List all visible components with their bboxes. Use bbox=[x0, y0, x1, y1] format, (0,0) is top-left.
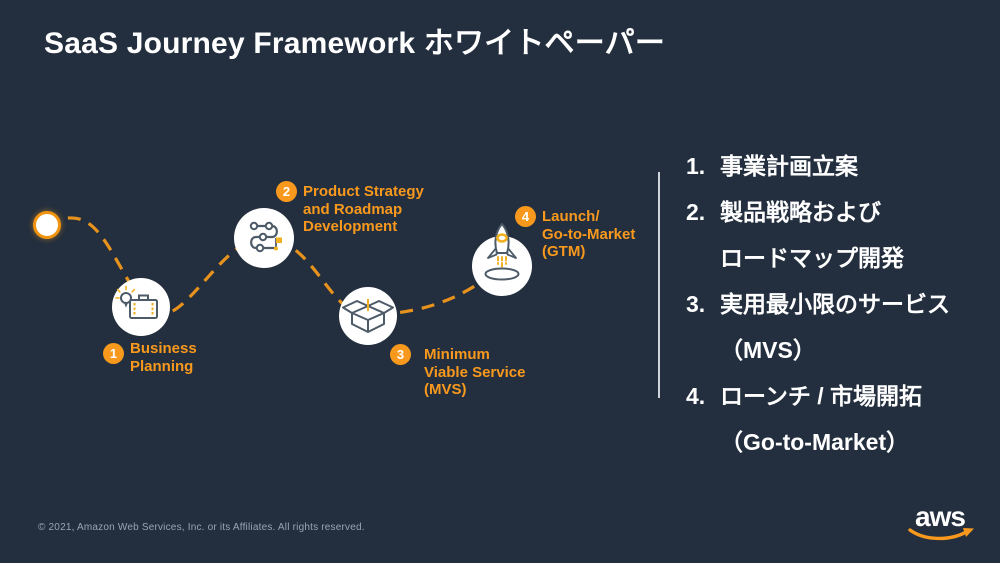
step-label-product-strategy: Product Strategy and Roadmap Development bbox=[303, 183, 424, 236]
list-item-line: ローンチ / 市場開拓 bbox=[720, 383, 923, 409]
open-box-icon bbox=[342, 299, 394, 333]
step-label-business-planning: Business Planning bbox=[130, 340, 197, 375]
list-item-line: 事業計画立案 bbox=[720, 153, 858, 179]
step-label-line: Development bbox=[303, 218, 398, 235]
aws-logo-text: aws bbox=[915, 501, 966, 532]
step-label-line: Launch/ bbox=[542, 208, 600, 225]
step-label-line: Product Strategy bbox=[303, 183, 424, 200]
rocket-icon bbox=[484, 223, 520, 281]
list-item-line: ロードマップ開発 bbox=[720, 245, 904, 271]
list-item-lines: ローンチ / 市場開拓 （Go-to-Market） bbox=[720, 373, 922, 465]
step-number-badge-3: 3 bbox=[390, 344, 411, 365]
step-circle-mvs bbox=[339, 287, 397, 345]
step-label-line: (GTM) bbox=[542, 243, 586, 260]
list-item-lines: 製品戦略および ロードマップ開発 bbox=[720, 189, 904, 281]
journey-start-dot bbox=[33, 211, 61, 239]
briefcase-idea-icon bbox=[115, 285, 158, 319]
list-item-line: （Go-to-Market） bbox=[720, 429, 910, 455]
step-label-line: and Roadmap bbox=[303, 200, 403, 218]
step-circle-launch bbox=[472, 223, 532, 296]
list-item-lines: 実用最小限のサービス （MVS） bbox=[720, 281, 950, 373]
step-number-badge-1: 1 bbox=[103, 343, 124, 364]
step-label-line: Business bbox=[130, 340, 197, 357]
step-circle-product-strategy bbox=[234, 208, 294, 268]
step-label-line: Viable Service bbox=[424, 363, 526, 381]
list-item-number: 4. bbox=[686, 383, 706, 409]
list-item-line: （MVS） bbox=[720, 337, 816, 363]
list-item: 4. ローンチ / 市場開拓 （Go-to-Market） bbox=[686, 373, 950, 465]
list-item-line: 実用最小限のサービス bbox=[720, 291, 950, 317]
list-item: 3. 実用最小限のサービス （MVS） bbox=[686, 281, 950, 373]
list-item-number: 1. bbox=[686, 153, 706, 179]
step-label-launch: Launch/ Go-to-Market (GTM) bbox=[542, 208, 635, 261]
step-circle-business-planning bbox=[112, 278, 170, 336]
step-label-mvs: Minimum Viable Service (MVS) bbox=[424, 346, 525, 399]
list-item: 2. 製品戦略および ロードマップ開発 bbox=[686, 189, 950, 281]
step-number-badge-4: 4 bbox=[515, 206, 536, 227]
step-label-line: Go-to-Market bbox=[542, 225, 636, 243]
vertical-divider bbox=[658, 172, 660, 398]
aws-logo: aws bbox=[903, 501, 977, 543]
step-number-badge-2: 2 bbox=[276, 181, 297, 202]
page-title: SaaS Journey Framework ホワイトペーパー bbox=[44, 27, 666, 60]
list-item-number: 2. bbox=[686, 199, 706, 225]
roadmap-icon bbox=[249, 221, 282, 253]
list-item-line: 製品戦略および bbox=[720, 199, 881, 225]
list-item: 1. 事業計画立案 bbox=[686, 143, 950, 189]
list-item-number: 3. bbox=[686, 291, 706, 317]
step-label-line: Minimum bbox=[424, 346, 490, 363]
step-label-line: Planning bbox=[130, 357, 194, 375]
copyright-text: © 2021, Amazon Web Services, Inc. or its… bbox=[38, 522, 365, 533]
step-label-line: (MVS) bbox=[424, 381, 467, 398]
list-item-lines: 事業計画立案 bbox=[720, 143, 858, 189]
summary-list: 1. 事業計画立案 2. 製品戦略および ロードマップ開発 3. 実用最小限のサ… bbox=[686, 143, 950, 465]
aws-smile-icon bbox=[908, 528, 974, 541]
